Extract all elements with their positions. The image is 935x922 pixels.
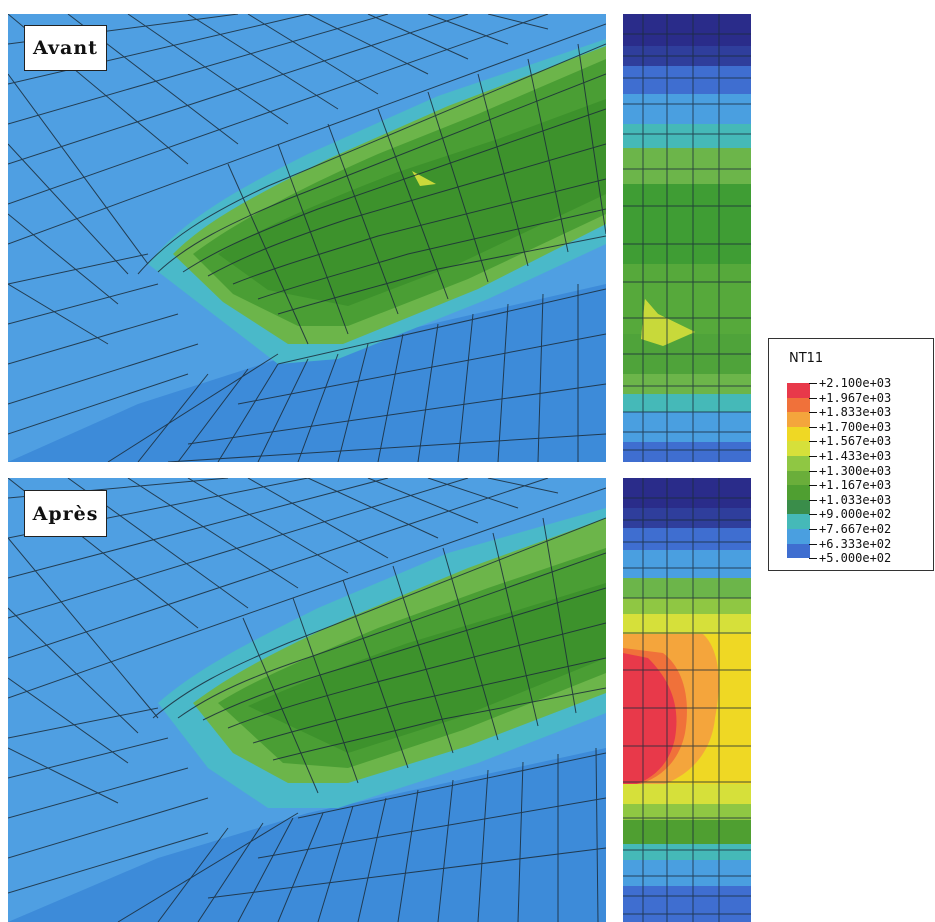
legend-title: NT11 <box>789 351 824 366</box>
legend-value: +1.967e+03 <box>819 390 892 405</box>
label-avant: Avant <box>24 25 107 71</box>
legend-swatch <box>787 456 810 471</box>
section-contour-apres <box>623 478 751 922</box>
legend-tick <box>809 426 817 428</box>
legend-swatch <box>787 470 810 486</box>
legend-swatch <box>787 529 810 544</box>
color-legend: NT11 +2.100e+03+1.967e+03+1.833e+03+1.70… <box>768 338 934 571</box>
legend-swatch <box>787 412 810 427</box>
legend-swatch <box>787 514 810 529</box>
legend-value: +1.433e+03 <box>819 449 892 463</box>
section-contour-avant <box>623 14 751 462</box>
mesh-panel-apres <box>8 478 606 922</box>
legend-tick <box>809 412 817 414</box>
legend-tick <box>809 397 817 399</box>
legend-swatch <box>787 543 810 559</box>
legend-tick <box>809 441 817 443</box>
legend-tick <box>809 499 817 501</box>
label-apres: Après <box>24 490 107 537</box>
legend-tick <box>809 456 817 457</box>
legend-tick <box>809 558 817 560</box>
legend-tick <box>809 485 817 487</box>
legend-swatch <box>787 383 810 398</box>
legend-value: +5.000e+02 <box>819 551 892 566</box>
mesh-panel-avant <box>8 14 606 462</box>
legend-swatch <box>787 441 810 456</box>
legend-value: +6.333e+02 <box>819 536 892 551</box>
legend-value: +1.567e+03 <box>819 434 892 449</box>
legend-tick <box>809 529 817 530</box>
mesh-contour-avant <box>8 14 606 462</box>
legend-tick <box>809 514 817 516</box>
legend-value: +9.000e+02 <box>819 507 892 522</box>
legend-value: +1.833e+03 <box>819 405 892 420</box>
legend-swatch <box>787 397 810 413</box>
legend-tick <box>809 470 817 472</box>
legend-value: +7.667e+02 <box>819 522 892 536</box>
legend-value: +1.300e+03 <box>819 463 892 478</box>
mesh-contour-apres <box>8 478 606 922</box>
section-strip-avant <box>623 14 751 462</box>
legend-value: +2.100e+03 <box>819 376 892 390</box>
legend-swatch <box>787 485 810 500</box>
section-strip-apres <box>623 478 751 922</box>
legend-swatch <box>787 426 810 442</box>
legend-tick <box>809 383 817 384</box>
legend-swatch <box>787 499 810 515</box>
legend-value: +1.033e+03 <box>819 492 892 507</box>
legend-value: +1.167e+03 <box>819 478 892 493</box>
legend-value: +1.700e+03 <box>819 419 892 434</box>
legend-tick <box>809 543 817 545</box>
